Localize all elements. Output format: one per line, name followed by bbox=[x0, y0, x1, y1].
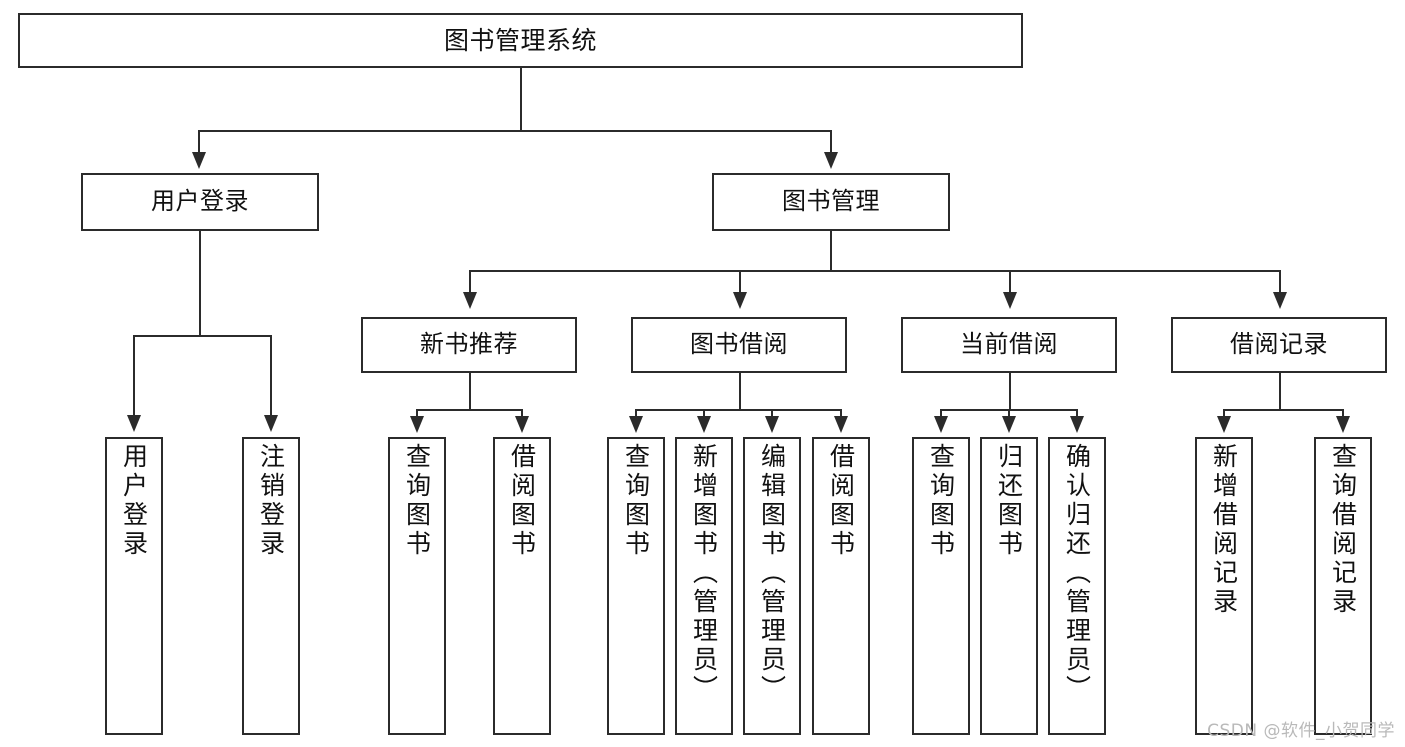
connector-borrow-leaf4 bbox=[840, 409, 842, 418]
arrow-book-mgmt-to-records bbox=[1273, 292, 1287, 309]
leaf-user-login[interactable]: 用户登录 bbox=[105, 437, 163, 735]
connector-book-mgmt-to-borrow bbox=[739, 270, 741, 294]
leaf-records-add[interactable]: 新增借阅记录 bbox=[1195, 437, 1253, 735]
connector-new-books-leaf2 bbox=[521, 409, 523, 418]
node-label: 图书借阅 bbox=[690, 330, 788, 359]
connector-book-mgmt-to-current bbox=[1009, 270, 1011, 294]
watermark-csdn: CSDN @软件_小贺同学 bbox=[1207, 721, 1395, 741]
arrow-new-books-leaf2 bbox=[515, 416, 529, 433]
leaf-new-books-borrow[interactable]: 借阅图书 bbox=[493, 437, 551, 735]
connector-records-leaf1 bbox=[1223, 409, 1225, 418]
arrow-book-mgmt-to-current bbox=[1003, 292, 1017, 309]
connector-user-login-stem bbox=[199, 231, 201, 335]
connector-borrow-bus bbox=[635, 409, 842, 411]
node-label: 编辑图书（管理员） bbox=[757, 443, 787, 704]
node-label: 查询图书 bbox=[402, 443, 432, 559]
leaf-borrow-borrow-book[interactable]: 借阅图书 bbox=[812, 437, 870, 735]
leaf-records-query[interactable]: 查询借阅记录 bbox=[1314, 437, 1372, 735]
arrow-borrow-leaf4 bbox=[834, 416, 848, 433]
arrow-current-leaf2 bbox=[1002, 416, 1016, 433]
arrow-root-to-book-mgmt bbox=[824, 152, 838, 169]
arrow-borrow-leaf3 bbox=[765, 416, 779, 433]
leaf-user-logout[interactable]: 注销登录 bbox=[242, 437, 300, 735]
connector-root-to-book-mgmt bbox=[830, 130, 832, 154]
node-label: 查询图书 bbox=[926, 443, 956, 559]
node-borrow-records[interactable]: 借阅记录 bbox=[1171, 317, 1387, 373]
node-label: 新增图书（管理员） bbox=[689, 443, 719, 704]
connector-new-books-stem bbox=[469, 373, 471, 409]
leaf-borrow-query-book[interactable]: 查询图书 bbox=[607, 437, 665, 735]
node-root-system[interactable]: 图书管理系统 bbox=[18, 13, 1023, 68]
node-label: 归还图书 bbox=[994, 443, 1024, 559]
arrow-current-leaf3 bbox=[1070, 416, 1084, 433]
arrow-root-to-user-login bbox=[192, 152, 206, 169]
connector-book-mgmt-to-new-books bbox=[469, 270, 471, 294]
node-label: 借阅记录 bbox=[1230, 330, 1328, 359]
node-label: 借阅图书 bbox=[507, 443, 537, 559]
leaf-borrow-add-book[interactable]: 新增图书（管理员） bbox=[675, 437, 733, 735]
node-label: 图书管理 bbox=[782, 187, 880, 216]
node-label: 新增借阅记录 bbox=[1209, 443, 1239, 617]
connector-book-mgmt-to-records bbox=[1279, 270, 1281, 294]
connector-root-stem bbox=[520, 68, 522, 130]
connector-current-leaf1 bbox=[940, 409, 942, 418]
leaf-current-query-book[interactable]: 查询图书 bbox=[912, 437, 970, 735]
connector-borrow-leaf2 bbox=[703, 409, 705, 418]
connector-root-to-user-login bbox=[198, 130, 200, 154]
leaf-current-confirm-return[interactable]: 确认归还（管理员） bbox=[1048, 437, 1106, 735]
node-label: 注销登录 bbox=[256, 443, 286, 559]
leaf-borrow-edit-book[interactable]: 编辑图书（管理员） bbox=[743, 437, 801, 735]
connector-borrow-stem bbox=[739, 373, 741, 409]
connector-user-login-left bbox=[133, 335, 135, 417]
connector-records-leaf2 bbox=[1342, 409, 1344, 418]
node-book-borrow[interactable]: 图书借阅 bbox=[631, 317, 847, 373]
arrow-current-leaf1 bbox=[934, 416, 948, 433]
arrow-records-leaf1 bbox=[1217, 416, 1231, 433]
node-label: 查询图书 bbox=[621, 443, 651, 559]
connector-new-books-leaf1 bbox=[416, 409, 418, 418]
connector-records-stem bbox=[1279, 373, 1281, 409]
connector-new-books-bus bbox=[416, 409, 523, 411]
arrow-user-login-right bbox=[264, 415, 278, 432]
node-label: 当前借阅 bbox=[960, 330, 1058, 359]
connector-root-bus bbox=[198, 130, 832, 132]
arrow-new-books-leaf1 bbox=[410, 416, 424, 433]
connector-book-mgmt-bus bbox=[469, 270, 1279, 272]
connector-book-mgmt-stem bbox=[830, 231, 832, 270]
arrow-book-mgmt-to-borrow bbox=[733, 292, 747, 309]
connector-user-login-bus bbox=[133, 335, 271, 337]
connector-user-login-right bbox=[270, 335, 272, 417]
connector-records-bus bbox=[1223, 409, 1344, 411]
node-label: 新书推荐 bbox=[420, 330, 518, 359]
connector-current-stem bbox=[1009, 373, 1011, 409]
node-user-login[interactable]: 用户登录 bbox=[81, 173, 319, 231]
connector-borrow-leaf1 bbox=[635, 409, 637, 418]
leaf-current-return-book[interactable]: 归还图书 bbox=[980, 437, 1038, 735]
connector-current-leaf2 bbox=[1008, 409, 1010, 418]
arrow-user-login-left bbox=[127, 415, 141, 432]
leaf-new-books-query[interactable]: 查询图书 bbox=[388, 437, 446, 735]
node-label: 用户登录 bbox=[151, 187, 249, 216]
arrow-book-mgmt-to-new-books bbox=[463, 292, 477, 309]
node-new-book-recommend[interactable]: 新书推荐 bbox=[361, 317, 577, 373]
arrow-records-leaf2 bbox=[1336, 416, 1350, 433]
node-label: 确认归还（管理员） bbox=[1062, 443, 1092, 704]
connector-current-leaf3 bbox=[1076, 409, 1078, 418]
node-label: 借阅图书 bbox=[826, 443, 856, 559]
node-label: 用户登录 bbox=[119, 443, 149, 559]
arrow-borrow-leaf1 bbox=[629, 416, 643, 433]
connector-borrow-leaf3 bbox=[771, 409, 773, 418]
node-book-management[interactable]: 图书管理 bbox=[712, 173, 950, 231]
node-label: 图书管理系统 bbox=[443, 26, 597, 55]
node-current-borrow[interactable]: 当前借阅 bbox=[901, 317, 1117, 373]
arrow-borrow-leaf2 bbox=[697, 416, 711, 433]
node-label: 查询借阅记录 bbox=[1328, 443, 1358, 617]
